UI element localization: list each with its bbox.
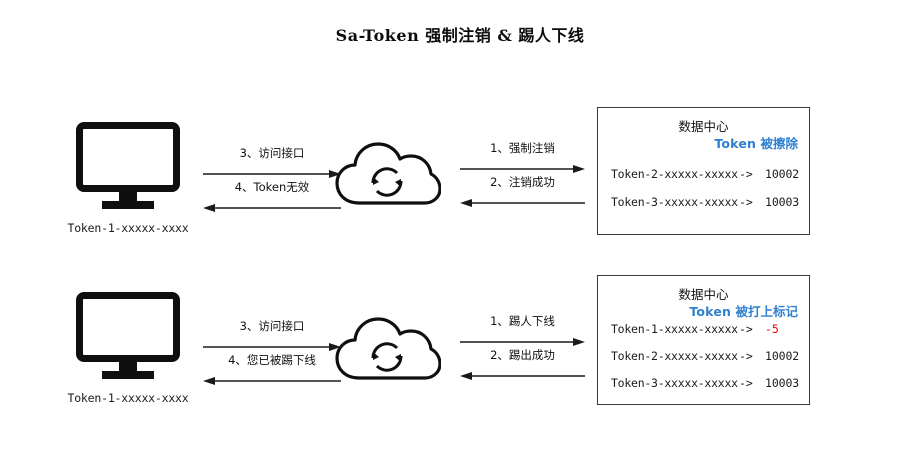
maps-to-icon: -> — [739, 349, 753, 363]
token-key: Token-3-xxxxx-xxxxx — [611, 195, 738, 209]
monitor-icon — [76, 122, 180, 209]
arrow-label: 3、访问接口 — [239, 146, 305, 160]
cloud-sync-icon — [333, 137, 442, 211]
table-row: Token-3-xxxxx-xxxxx -> 10003 — [598, 194, 809, 210]
server-arrows-2: 1、踢人下线 2、踢出成功 — [460, 313, 585, 381]
arrow-right-icon — [460, 165, 585, 173]
arrow-left-icon — [203, 204, 341, 212]
client-token-label: Token-1-xxxxx-xxxx — [67, 391, 189, 405]
arrow-label: 1、踢人下线 — [490, 314, 555, 328]
page-title: Sa-Token 强制注销 & 踢人下线 — [335, 26, 585, 45]
client-arrows-1: 3、访问接口 4、Token无效 — [203, 145, 341, 213]
maps-to-icon: -> — [739, 376, 753, 390]
token-value: -5 — [765, 322, 779, 336]
arrow-label: 3、访问接口 — [239, 319, 305, 333]
datacenter-note-cn: 被打上标记 — [735, 304, 798, 319]
arrow-request-1: 1、强制注销 — [460, 140, 585, 174]
datacenter-note-cn: 被擦除 — [760, 136, 798, 151]
datacenter-title: 数据中心 — [678, 119, 729, 134]
datacenter-title: 数据中心 — [678, 287, 729, 302]
arrow-label: 4、您已被踢下线 — [228, 353, 316, 367]
arrow-response-1: 2、注销成功 — [460, 174, 585, 208]
arrow-right-icon — [203, 343, 341, 351]
arrow-label: 1、强制注销 — [490, 141, 555, 155]
arrow-request-2: 1、踢人下线 — [460, 313, 585, 347]
arrow-left-icon — [460, 199, 585, 207]
monitor-screen — [76, 122, 180, 192]
monitor-neck — [119, 191, 137, 202]
monitor-icon — [76, 292, 180, 379]
server-arrows-1: 1、强制注销 2、注销成功 — [460, 140, 585, 208]
client-arrows-2: 3、访问接口 4、您已被踢下线 — [203, 318, 341, 386]
token-value: 10002 — [765, 349, 800, 363]
arrow-request-1: 3、访问接口 — [203, 145, 341, 179]
datacenter-note: Token 被打上标记 — [598, 304, 809, 320]
datacenter-note: Token 被擦除 — [598, 136, 809, 152]
monitor-screen — [76, 292, 180, 362]
token-key: Token-1-xxxxx-xxxxx — [611, 322, 738, 336]
datacenter-note-en: Token — [714, 136, 757, 151]
table-row: Token-3-xxxxx-xxxxx -> 10003 — [598, 375, 809, 391]
datacenter-note-en: Token — [689, 304, 732, 319]
arrow-response-2: 4、您已被踢下线 — [203, 352, 341, 386]
table-row: Token-2-xxxxx-xxxxx -> 10002 — [598, 166, 809, 182]
client-node-1: Token-1-xxxxx-xxxx — [48, 122, 208, 235]
token-key: Token-3-xxxxx-xxxxx — [611, 376, 738, 390]
arrow-response-2: 2、踢出成功 — [460, 347, 585, 381]
token-value: 10002 — [765, 167, 800, 181]
client-node-2: Token-1-xxxxx-xxxx — [48, 292, 208, 405]
table-row: Token-1-xxxxx-xxxxx -> -5 — [598, 321, 809, 337]
token-value: 10003 — [765, 376, 800, 390]
datacenter-rows: Token-2-xxxxx-xxxxx -> 10002 Token-3-xxx… — [598, 166, 809, 210]
arrow-request-2: 3、访问接口 — [203, 318, 341, 352]
token-value: 10003 — [765, 195, 800, 209]
arrow-label: 2、注销成功 — [490, 175, 555, 189]
arrow-left-icon — [203, 377, 341, 385]
maps-to-icon: -> — [739, 195, 753, 209]
datacenter-rows: Token-1-xxxxx-xxxxx -> -5 Token-2-xxxxx-… — [598, 321, 809, 391]
token-key: Token-2-xxxxx-xxxxx — [611, 349, 738, 363]
token-key: Token-2-xxxxx-xxxxx — [611, 167, 738, 181]
datacenter-box-1: 数据中心 Token 被擦除 Token-2-xxxxx-xxxxx -> 10… — [597, 107, 810, 235]
cloud-sync-icon — [333, 312, 442, 386]
monitor-neck — [119, 361, 137, 372]
arrow-label: 4、Token无效 — [234, 180, 310, 194]
arrow-label: 2、踢出成功 — [490, 348, 555, 362]
table-row: Token-2-xxxxx-xxxxx -> 10002 — [598, 348, 809, 364]
monitor-base — [102, 201, 154, 209]
monitor-base — [102, 371, 154, 379]
arrow-left-icon — [460, 372, 585, 380]
arrow-response-1: 4、Token无效 — [203, 179, 341, 213]
client-token-label: Token-1-xxxxx-xxxx — [67, 221, 189, 235]
maps-to-icon: -> — [739, 167, 753, 181]
maps-to-icon: -> — [739, 322, 753, 336]
arrow-right-icon — [203, 170, 341, 178]
arrow-right-icon — [460, 338, 585, 346]
datacenter-box-2: 数据中心 Token 被打上标记 Token-1-xxxxx-xxxxx -> … — [597, 275, 810, 405]
